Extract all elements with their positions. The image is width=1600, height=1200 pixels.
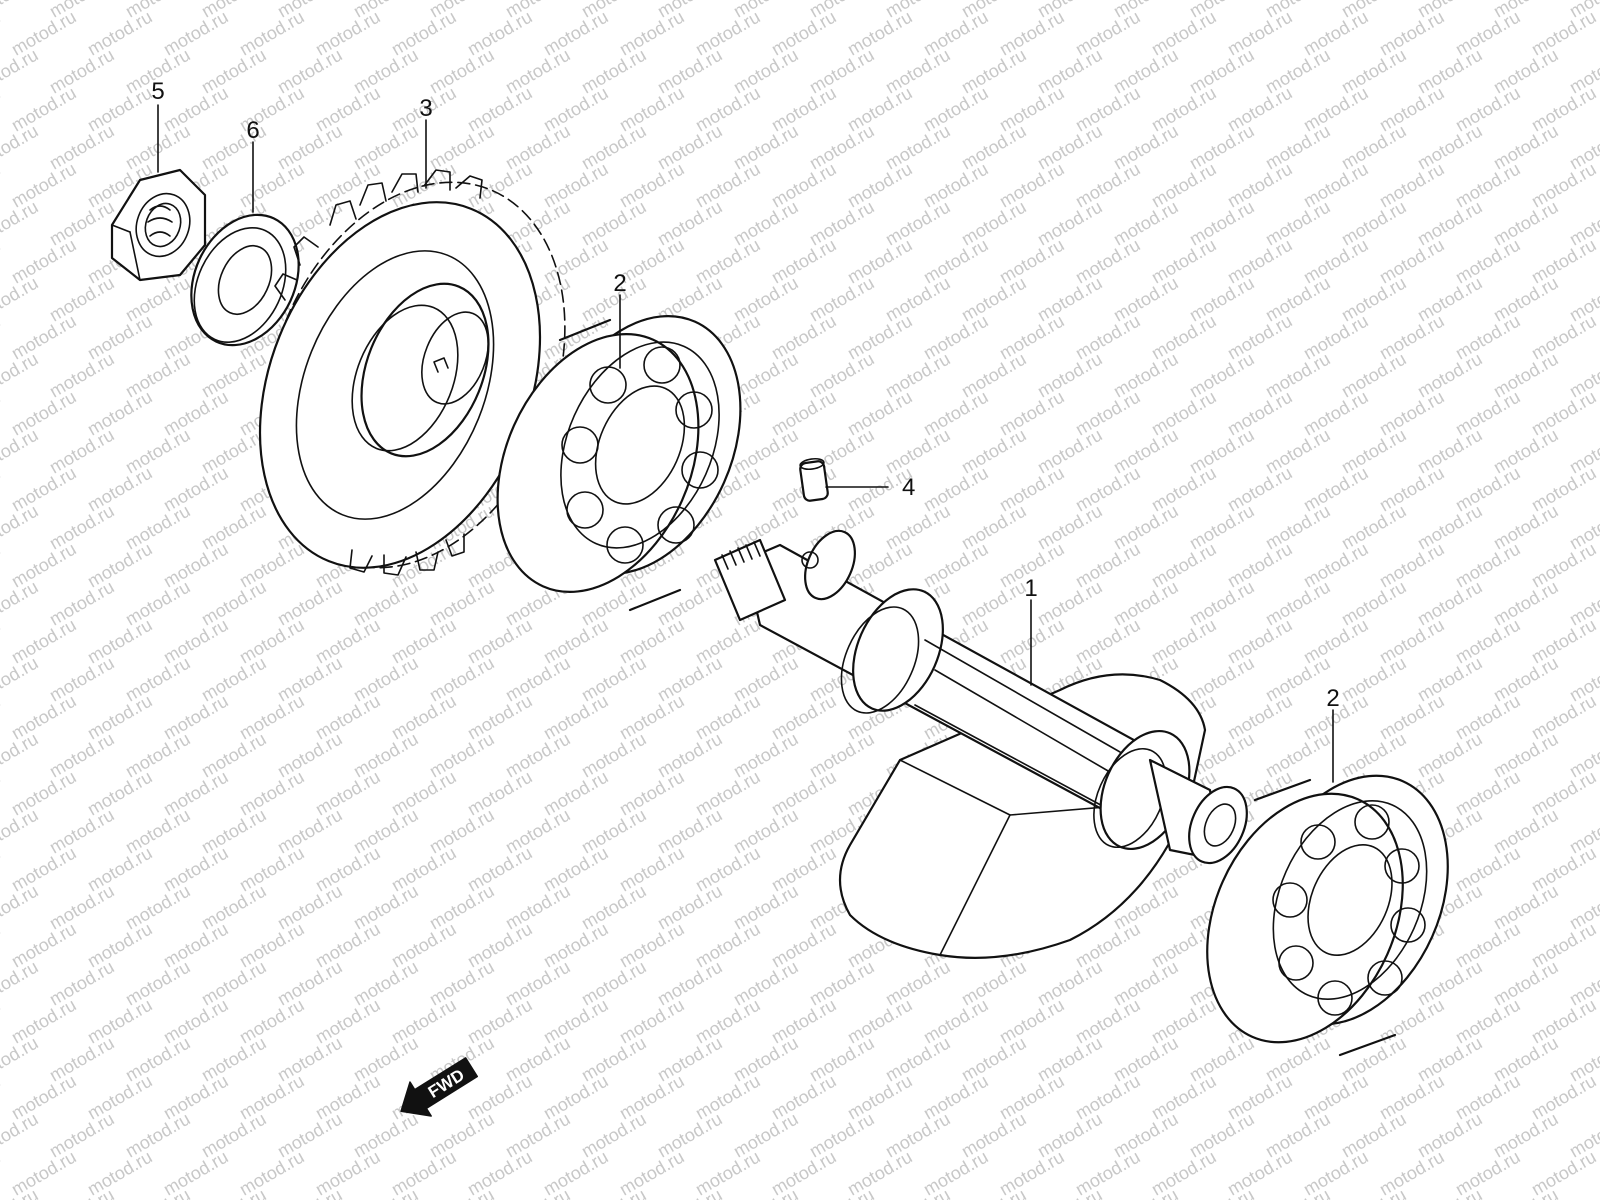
watermark-text: motod.ru: [0, 463, 4, 516]
watermark-text: motod.ru: [0, 7, 4, 60]
watermark-text: motod.ru: [0, 501, 42, 554]
watermark-text: motod.ru: [1034, 1185, 1106, 1200]
washer-part: [190, 213, 300, 347]
watermark-text: motod.ru: [1338, 1185, 1410, 1200]
callout-3: 3: [419, 95, 432, 122]
fwd-direction-arrow: FWD: [400, 1057, 479, 1117]
watermark-text: motod.ru: [882, 1185, 954, 1200]
watermark-text: motod.ru: [1414, 1185, 1486, 1200]
watermark-text: motod.ru: [0, 1109, 42, 1162]
pin-part: [799, 457, 829, 502]
watermark-text: motod.ru: [0, 843, 4, 896]
watermark-text: motod.ru: [46, 1185, 118, 1200]
watermark-text: motod.ru: [0, 1071, 4, 1124]
watermark-text: motod.ru: [0, 577, 42, 630]
watermark-text: motod.ru: [350, 1185, 422, 1200]
watermark-text: motod.ru: [1490, 1185, 1562, 1200]
callout-numbers: 5 6 3 2 4 1 2: [151, 78, 1339, 712]
callout-2a: 2: [613, 270, 626, 297]
watermark-text: motod.ru: [0, 1033, 42, 1086]
watermark-text: motod.ru: [0, 881, 42, 934]
callout-2b: 2: [1326, 685, 1339, 712]
watermark-text: motod.ru: [806, 1185, 878, 1200]
watermark-text: motod.ru: [0, 957, 42, 1010]
watermark-text: motod.ru: [0, 767, 4, 820]
watermark-text: motod.ru: [0, 539, 4, 592]
watermark-text: motod.ru: [730, 1185, 802, 1200]
watermark-text: motod.ru: [958, 1185, 1030, 1200]
watermark-text: motod.ru: [426, 1185, 498, 1200]
watermark-text: motod.ru: [274, 1185, 346, 1200]
watermark-text: motod.ru: [0, 273, 42, 326]
callout-5: 5: [151, 78, 164, 105]
watermark-text: motod.ru: [0, 615, 4, 668]
watermark-text: motod.ru: [122, 1185, 194, 1200]
watermark-text: motod.ru: [0, 387, 4, 440]
watermark-text: motod.ru: [0, 121, 42, 174]
balancer-shaft-part: [713, 529, 1248, 959]
callout-1: 1: [1024, 575, 1037, 602]
watermark-text: motod.ru: [1110, 1185, 1182, 1200]
watermark-text: motod.ru: [1186, 1185, 1258, 1200]
watermark-text: motod.ru: [0, 805, 42, 858]
callout-4: 4: [902, 474, 915, 501]
watermark-text: motod.ru: [0, 349, 42, 402]
watermark-text: motod.ru: [1566, 1185, 1600, 1200]
watermark-text: motod.ru: [0, 235, 4, 288]
watermark-text: motod.ru: [0, 311, 4, 364]
watermark-text: motod.ru: [0, 729, 42, 782]
watermark-text: motod.ru: [0, 83, 4, 136]
watermark-text: motod.ru: [0, 653, 42, 706]
watermark-text: motod.ru: [0, 691, 4, 744]
gear-part: [258, 169, 566, 576]
watermark-text: motod.ru: [0, 1147, 4, 1200]
watermark-text: motod.ru: [502, 1185, 574, 1200]
bearing-upper-part: [496, 315, 742, 612]
watermark-text: motod.ru: [0, 0, 42, 21]
callout-6: 6: [246, 117, 259, 144]
watermark-text: motod.ru: [578, 1185, 650, 1200]
watermark-text: motod.ru: [1262, 1185, 1334, 1200]
watermark-text: motod.ru: [0, 995, 4, 1048]
watermark-text: motod.ru: [0, 919, 4, 972]
watermark-text: motod.ru: [0, 45, 42, 98]
watermark-text: motod.ru: [0, 159, 4, 212]
watermark-text: motod.ru: [654, 1185, 726, 1200]
bearing-lower-part: [1206, 774, 1449, 1057]
nut-part: [110, 168, 207, 282]
watermark-text: motod.ru: [198, 1185, 270, 1200]
watermark-text: motod.ru: [0, 197, 42, 250]
watermark-text: motod.ru: [0, 425, 42, 478]
callout-leaders: [157, 104, 1334, 783]
